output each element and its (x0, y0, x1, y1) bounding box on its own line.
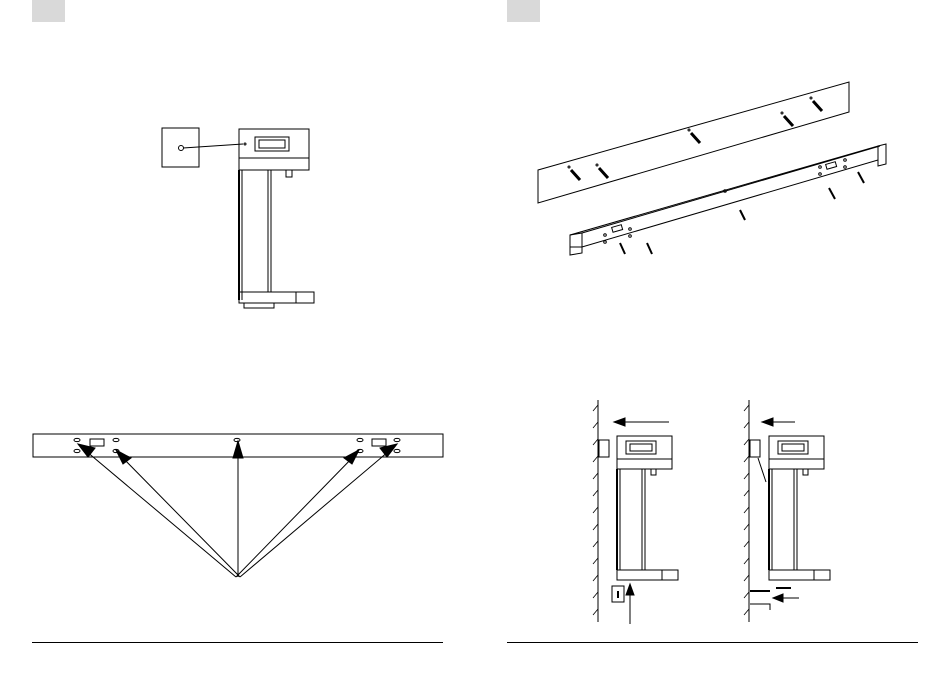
wall-hatch (593, 405, 598, 615)
wall-plate (750, 440, 760, 457)
arrow-left (614, 418, 625, 426)
fix-bottom-screw-figure (744, 400, 830, 622)
handle-slot (255, 137, 289, 151)
leader-line (183, 144, 243, 148)
slide-onto-bracket-figure (593, 400, 678, 624)
wall-plate-screw (179, 146, 184, 151)
wall-panel (538, 82, 849, 203)
heater-base (617, 570, 678, 580)
heater-base (769, 570, 830, 580)
bracket-end-left (570, 233, 582, 255)
bracket-slot-left (90, 439, 104, 446)
wall-anchor (568, 97, 822, 180)
bracket-end-right (878, 144, 886, 166)
bracket-callout-figure (33, 434, 443, 577)
arrow-left (762, 418, 773, 426)
wall-hatch (744, 405, 749, 615)
bracket-slot-right (372, 439, 386, 446)
handle-slot-inner (259, 140, 285, 148)
wall-plate (599, 440, 609, 457)
arrow-up (626, 584, 634, 595)
arrow-left (773, 594, 783, 602)
screw (620, 172, 864, 254)
arrowhead (233, 441, 243, 458)
bracket-wall-exploded-figure (538, 82, 886, 255)
base-foot (244, 303, 274, 308)
head-knob (286, 170, 292, 177)
heater-base (239, 292, 314, 303)
heater-head (239, 129, 309, 170)
side-view-heater-figure (162, 128, 314, 308)
